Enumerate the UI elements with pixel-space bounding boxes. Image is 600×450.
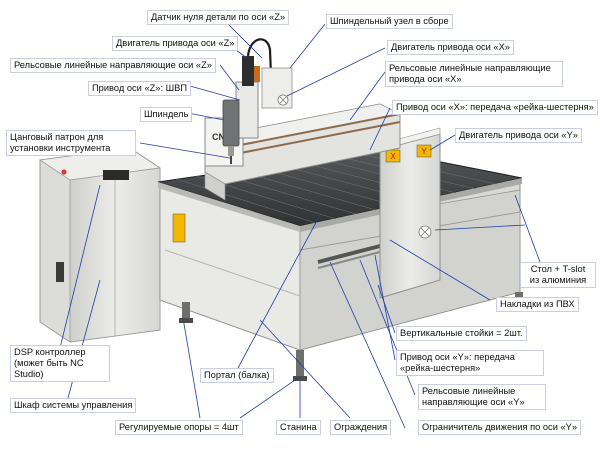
leader-line bbox=[369, 107, 391, 151]
dsp-handheld-icon bbox=[103, 170, 129, 180]
leader-line bbox=[189, 85, 241, 101]
leader-line bbox=[514, 194, 541, 263]
label-y-travel-limiter: Ограничитель движения по оси «Y» bbox=[418, 420, 582, 435]
label-collet-chuck-line1: Цанговый патрон для bbox=[10, 132, 104, 142]
label-portal-gantry: Портал (балка) bbox=[200, 368, 274, 383]
leader-line bbox=[259, 319, 351, 419]
leader-line bbox=[219, 64, 240, 91]
label-y-linear-rails-line1: Рельсовые линейные bbox=[422, 386, 516, 396]
label-dsp-controller-line3: Studio) bbox=[14, 369, 44, 379]
leader-line bbox=[374, 254, 396, 361]
leader-line bbox=[187, 112, 225, 121]
leader-line bbox=[429, 134, 456, 151]
label-table-tslot-line1: Стол + T-slot bbox=[530, 264, 586, 274]
badge-y-text: Y bbox=[421, 147, 427, 156]
warning-badge-icon bbox=[172, 213, 186, 243]
label-z-drive-ballscrew: Привод оси «Z»: ШВП bbox=[88, 81, 192, 96]
label-x-drive-motor: Двигатель привода оси «X» bbox=[387, 40, 514, 55]
label-x-linear-rails-line2: привода оси «X» bbox=[389, 74, 462, 84]
label-x-drive-rack: Привод оси «X»: передача «рейка-шестерня… bbox=[392, 100, 598, 115]
cable-icon bbox=[246, 38, 274, 101]
label-dsp-controller: DSP контроллер (может быть NC Studio) bbox=[10, 345, 110, 382]
badge-x-icon bbox=[385, 149, 401, 163]
adjustable-foot bbox=[182, 302, 190, 320]
carriage-plate-text: CN bbox=[212, 132, 225, 142]
label-y-drive-motor: Двигатель привода оси «Y» bbox=[455, 128, 582, 143]
leader-line bbox=[289, 23, 326, 69]
label-vertical-posts: Вертикальные стойки = 2шт. bbox=[396, 326, 527, 341]
leader-line bbox=[349, 71, 386, 121]
badge-y-icon bbox=[416, 144, 432, 158]
spindle-carriage: CN bbox=[204, 38, 293, 167]
leader-line bbox=[377, 284, 396, 334]
label-frame: Станина bbox=[276, 420, 321, 435]
leader-line bbox=[237, 214, 321, 369]
label-z-drive-motor: Двигатель привода оси «Z» bbox=[112, 36, 239, 51]
label-y-drive-rack-line2: «рейка-шестерня» bbox=[400, 363, 481, 373]
label-table-tslot-line2: из алюминия bbox=[529, 275, 587, 285]
label-y-drive-rack: Привод оси «Y»: передача «рейка-шестерня… bbox=[396, 350, 544, 376]
label-y-linear-rails: Рельсовые линейные направляющие оси «Y» bbox=[418, 384, 546, 410]
label-z-zero-sensor: Датчик нуля детали по оси «Z» bbox=[147, 10, 290, 25]
label-dsp-controller-line2: (может быть NC bbox=[14, 358, 84, 368]
label-spindle: Шпиндель bbox=[140, 107, 193, 122]
leader-line bbox=[286, 47, 386, 97]
label-guards: Ограждения bbox=[330, 420, 392, 435]
control-cabinet bbox=[38, 147, 162, 343]
label-spindle-assembly: Шпиндельный узел в сборе bbox=[326, 14, 453, 29]
label-collet-chuck-line2: установки инструмента bbox=[10, 143, 111, 153]
label-pvc-covers: Накладки из ПВХ bbox=[496, 297, 579, 312]
x-rail bbox=[224, 113, 401, 149]
leader-line bbox=[182, 317, 201, 419]
collet-icon bbox=[228, 146, 234, 156]
label-adjustable-feet: Регулируемые опоры = 4шт bbox=[115, 420, 243, 435]
label-x-linear-rails-line1: Рельсовые линейные направляющие bbox=[389, 63, 551, 73]
leader-line bbox=[139, 142, 231, 159]
label-control-cabinet: Шкаф системы управления bbox=[10, 398, 137, 413]
badge-x-text: X bbox=[390, 152, 396, 161]
label-x-linear-rails: Рельсовые линейные направляющие привода … bbox=[385, 61, 563, 87]
label-z-linear-rails: Рельсовые линейные направляющие оси «Z» bbox=[10, 58, 216, 73]
leader-lines bbox=[59, 17, 541, 429]
gantry-upright-right: X Y bbox=[379, 127, 441, 299]
spindle-motor-icon bbox=[222, 99, 240, 147]
label-y-drive-rack-line1: Привод оси «Y»: передача bbox=[400, 352, 515, 362]
leader-line bbox=[329, 261, 406, 429]
leader-line bbox=[239, 377, 299, 419]
leader-line bbox=[389, 239, 491, 301]
leader-line bbox=[434, 224, 526, 231]
label-dsp-controller-line1: DSP контроллер bbox=[14, 347, 86, 357]
z-motor-icon bbox=[242, 56, 254, 86]
label-collet-chuck: Цанговый патрон для установки инструмент… bbox=[6, 130, 136, 156]
label-y-linear-rails-line2: направляющие оси «Y» bbox=[422, 397, 525, 407]
emergency-stop-icon bbox=[61, 169, 67, 175]
label-table-tslot: Стол + T-slot из алюминия bbox=[520, 262, 596, 288]
leader-line bbox=[59, 184, 101, 349]
